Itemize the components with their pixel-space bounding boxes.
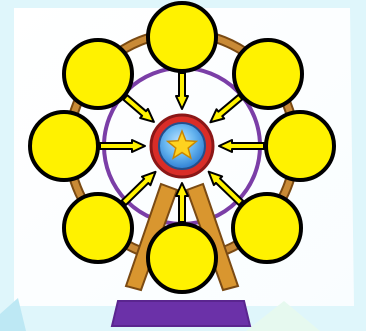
node-circle-bottom-left (64, 194, 132, 262)
node-circle-bottom-right (233, 194, 301, 262)
node-circle-top (148, 3, 216, 71)
node-circle-left (30, 112, 98, 180)
node-circle-right (266, 112, 334, 180)
wheel-base (112, 301, 250, 326)
node-circle-top-right (234, 40, 302, 108)
center-hub (151, 115, 213, 177)
node-circle-bottom (148, 224, 216, 292)
node-circle-top-left (64, 40, 132, 108)
